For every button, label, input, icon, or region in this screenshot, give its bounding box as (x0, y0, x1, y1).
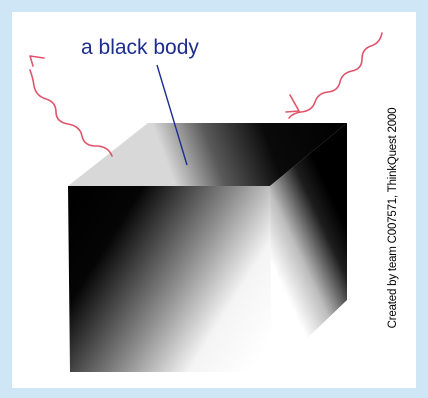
credit-text: Created by team C007571, ThinkQuest 2000 (387, 107, 399, 329)
black-body-label: a black body (81, 36, 199, 59)
wavy-arrow-icon (29, 55, 113, 157)
wavy-arrow-icon (285, 32, 383, 119)
cube-right-face (270, 123, 347, 372)
cube-top-face (68, 123, 347, 186)
radiation-wave-right (288, 32, 383, 119)
label-pointer-line (156, 64, 188, 166)
radiation-arrowhead-right (285, 94, 300, 113)
radiation-wave-left (29, 69, 113, 157)
cube-front-face (68, 186, 272, 372)
black-body-cube (68, 123, 347, 372)
radiation-arrowhead-left (29, 55, 45, 67)
